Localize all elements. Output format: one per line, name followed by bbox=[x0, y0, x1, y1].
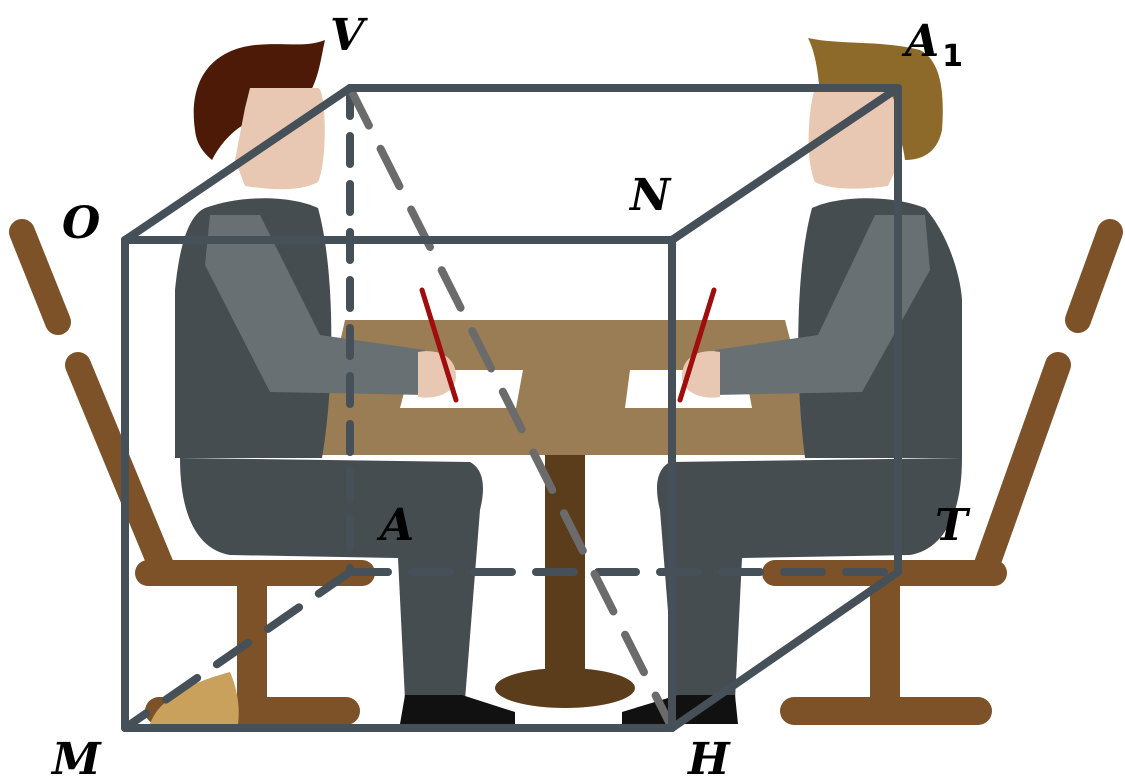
person-left bbox=[175, 40, 515, 724]
edge-H-T bbox=[668, 568, 902, 732]
vertex-label-M: M bbox=[50, 734, 102, 781]
vertex-label-O: O bbox=[62, 198, 100, 249]
person-left-legs bbox=[180, 458, 483, 700]
edge-V-H-diagonal bbox=[346, 84, 676, 732]
vertex-label-N: N bbox=[628, 170, 672, 221]
person-left-arm bbox=[205, 215, 425, 395]
person-left-shoe bbox=[400, 695, 515, 724]
chair-right-back-top bbox=[1065, 219, 1123, 333]
person-right-pen bbox=[677, 287, 717, 403]
vertex-label-H: H bbox=[686, 734, 731, 781]
person-right-arm bbox=[715, 215, 930, 395]
vertex-label-V: V bbox=[330, 10, 368, 61]
table-base bbox=[495, 668, 635, 708]
chair-right-post bbox=[870, 586, 900, 701]
person-right bbox=[622, 38, 962, 724]
vertex-label-T: T bbox=[935, 500, 971, 551]
chair-right-foot bbox=[780, 697, 992, 725]
chair-left-back bbox=[65, 352, 175, 581]
person-right-legs bbox=[657, 458, 962, 700]
chair-left-seat bbox=[135, 560, 375, 586]
person-left-pen bbox=[419, 287, 459, 403]
edge-N-A1 bbox=[668, 84, 902, 244]
cuboid bbox=[121, 84, 902, 732]
vertex-label-A1-letter: A bbox=[901, 16, 939, 67]
edge-O-V bbox=[121, 84, 354, 244]
chair-left-back-top bbox=[9, 219, 71, 335]
vertex-label-A: A bbox=[376, 500, 414, 551]
edge-A-M-hidden bbox=[121, 568, 354, 732]
floor-object bbox=[150, 672, 239, 724]
chair-right-back bbox=[972, 352, 1071, 583]
person-right-face bbox=[808, 88, 902, 189]
vertex-label-A1-subscript: 1 bbox=[942, 39, 963, 74]
